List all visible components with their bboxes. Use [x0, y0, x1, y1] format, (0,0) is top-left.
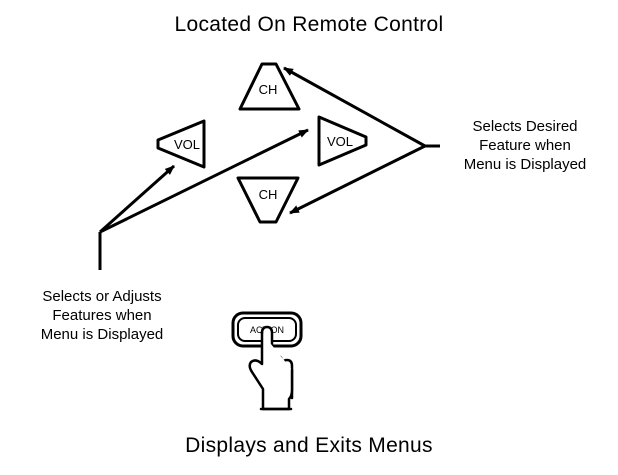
diagram-title: Located On Remote Control — [174, 13, 444, 36]
vol-right-button[interactable]: VOL — [317, 115, 368, 167]
diagram-footer: Displays and Exits Menus — [185, 434, 433, 457]
vol-left-button[interactable]: VOL — [156, 119, 206, 169]
arrow-icon — [99, 164, 175, 234]
right-callout-line-1: Selects Desired — [472, 118, 578, 135]
vol-right-label: VOL — [327, 134, 353, 149]
ch-up-button[interactable]: CH — [238, 62, 301, 111]
right-callout-line-3: Menu is Displayed — [463, 155, 587, 173]
left-callout-line-2: Features when — [52, 306, 152, 324]
arrow-icon — [289, 144, 426, 215]
right-callout-arrows — [283, 66, 440, 215]
ch-up-label: CH — [259, 82, 278, 97]
left-callout-line-3: Menu is Displayed — [40, 325, 164, 343]
left-callout-arrows — [98, 128, 309, 270]
vol-left-label: VOL — [174, 137, 200, 152]
ch-down-label: CH — [259, 187, 278, 202]
right-callout-line-2: Feature when — [479, 136, 571, 154]
pointing-hand-icon — [248, 325, 294, 411]
arrow-icon — [283, 66, 426, 148]
ch-down-button[interactable]: CH — [236, 176, 300, 224]
left-callout-text: Selects or Adjusts Features when Menu is… — [0, 288, 204, 344]
arrow-icon — [99, 128, 309, 234]
left-callout-line-1: Selects or Adjusts — [42, 288, 162, 305]
right-callout-text: Selects Desired Feature when Menu is Dis… — [440, 118, 610, 174]
